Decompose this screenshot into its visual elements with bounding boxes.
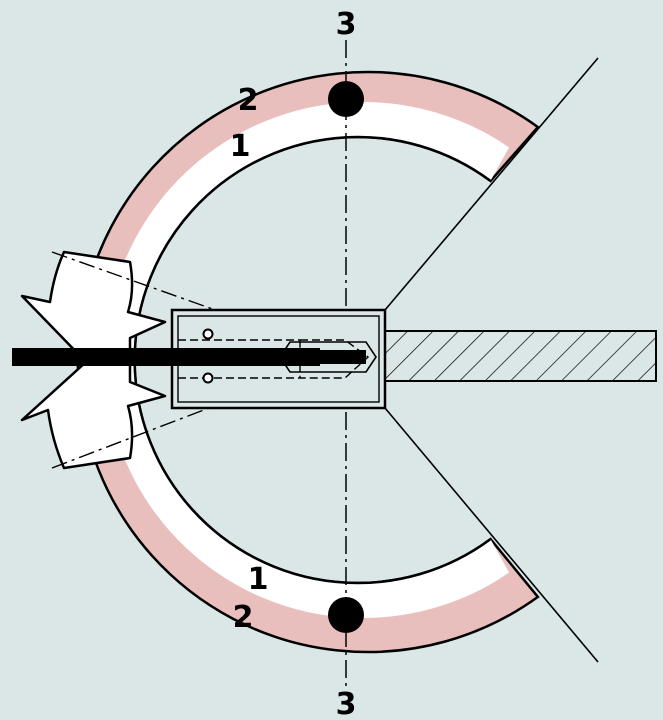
- bottom-pivot-dot: [328, 597, 364, 633]
- cutting-bar: [12, 348, 320, 366]
- label-outer-bottom: 2: [233, 600, 254, 635]
- upper-construction-line: [51, 251, 346, 357]
- hatched-shank: [383, 330, 657, 382]
- label-outer-top: 2: [238, 83, 259, 118]
- label-inner-bottom: 1: [248, 562, 269, 597]
- top-pivot-dot: [328, 81, 364, 117]
- screw-upper: [202, 328, 214, 340]
- cutting-bar-tip: [318, 350, 366, 364]
- lower-taper-line: [384, 407, 599, 663]
- screw-lower: [202, 372, 214, 384]
- label-axis-bottom: 3: [336, 687, 357, 720]
- label-inner-top: 1: [230, 129, 251, 164]
- label-axis-top: 3: [336, 7, 357, 42]
- upper-taper-line: [384, 57, 599, 311]
- inner-band-1: [104, 101, 510, 618]
